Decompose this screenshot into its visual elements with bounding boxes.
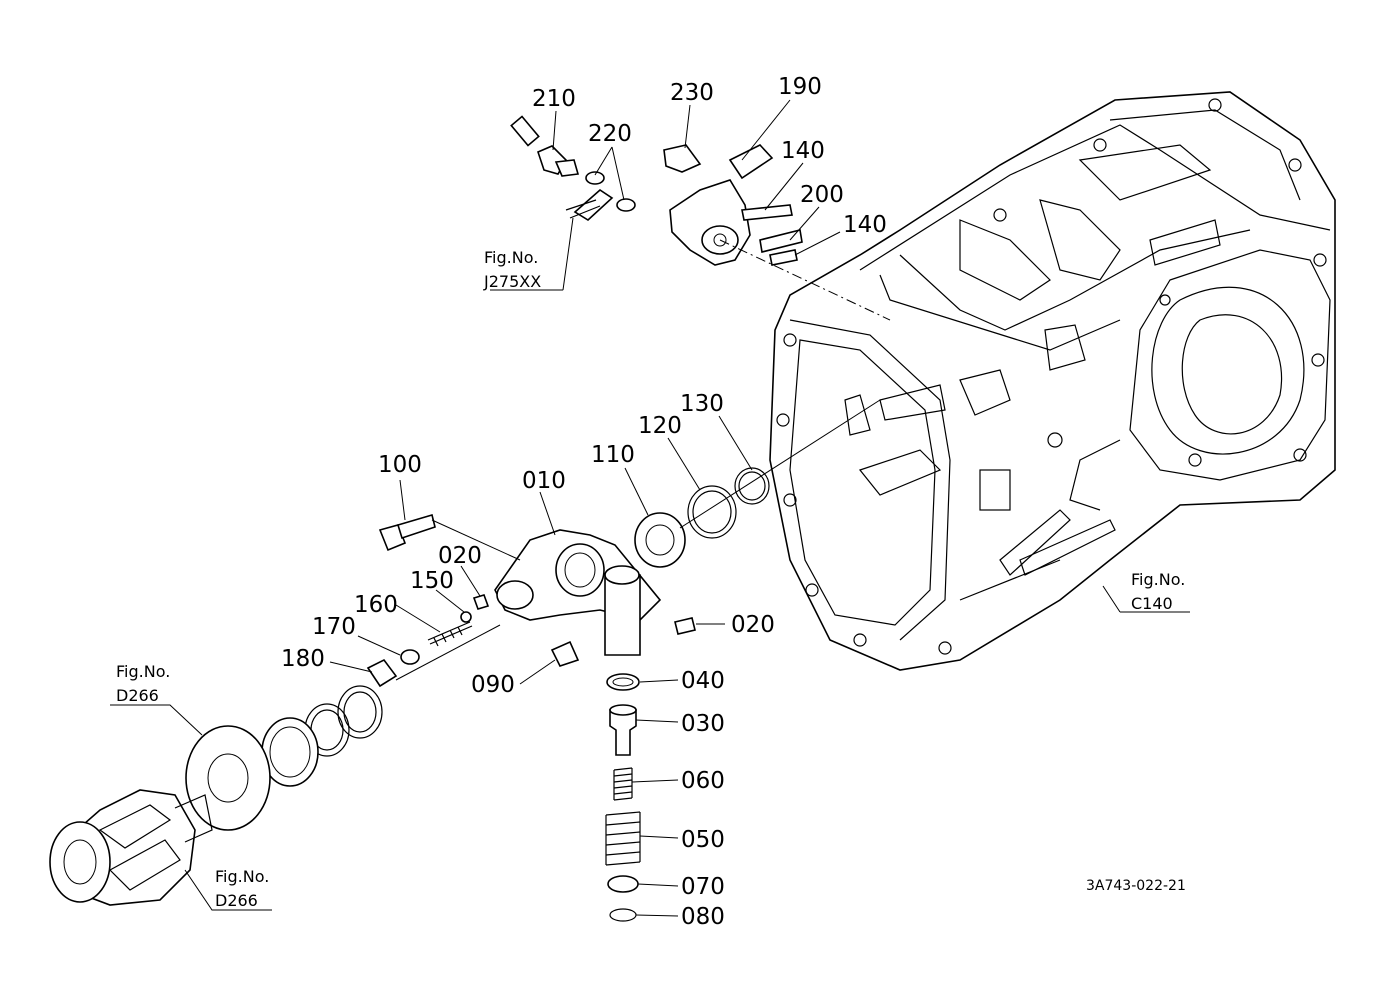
valve-stack xyxy=(605,673,641,922)
callout-230: 230 xyxy=(670,80,714,106)
callout-140-lower: 140 xyxy=(843,212,887,238)
callout-110: 110 xyxy=(591,442,635,468)
callout-040: 040 xyxy=(681,668,725,694)
transmission-housing xyxy=(769,91,1336,671)
figref-d266-lower-label: Fig.No. xyxy=(215,867,269,886)
clutch-assembly xyxy=(49,685,383,906)
drawing-code: 3A743-022-21 xyxy=(1086,878,1186,894)
callout-200: 200 xyxy=(800,182,844,208)
figref-c140-label: Fig.No. xyxy=(1131,570,1185,589)
leader-lines xyxy=(110,99,1190,917)
figref-j275xx-label: Fig.No. xyxy=(484,248,538,267)
callout-120: 120 xyxy=(638,413,682,439)
callout-050: 050 xyxy=(681,827,725,853)
figref-d266-upper-label: Fig.No. xyxy=(116,662,170,681)
callout-060: 060 xyxy=(681,768,725,794)
callout-080: 080 xyxy=(681,904,725,930)
callout-140-upper: 140 xyxy=(781,138,825,164)
callout-labels: 210 220 230 190 140 200 140 130 120 110 … xyxy=(281,74,887,930)
top-parts xyxy=(510,115,891,321)
figref-d266-upper-code: D266 xyxy=(116,686,159,705)
callout-150: 150 xyxy=(410,568,454,594)
callout-130: 130 xyxy=(680,391,724,417)
callout-030: 030 xyxy=(681,711,725,737)
figure-references: Fig.No. J275XX Fig.No. C140 Fig.No. D266… xyxy=(116,248,1185,910)
figref-j275xx-code: J275XX xyxy=(483,272,541,291)
callout-180: 180 xyxy=(281,646,325,672)
callout-020-left: 020 xyxy=(438,543,482,569)
callout-160: 160 xyxy=(354,592,398,618)
callout-010: 010 xyxy=(522,468,566,494)
callout-210: 210 xyxy=(532,86,576,112)
figref-c140-code: C140 xyxy=(1131,594,1173,613)
callout-100: 100 xyxy=(378,452,422,478)
figref-d266-lower-code: D266 xyxy=(215,891,258,910)
middle-parts xyxy=(366,399,881,688)
callout-170: 170 xyxy=(312,614,356,640)
callout-020-right: 020 xyxy=(731,612,775,638)
callout-220: 220 xyxy=(588,121,632,147)
callout-090: 090 xyxy=(471,672,515,698)
callout-070: 070 xyxy=(681,874,725,900)
callout-190: 190 xyxy=(778,74,822,100)
